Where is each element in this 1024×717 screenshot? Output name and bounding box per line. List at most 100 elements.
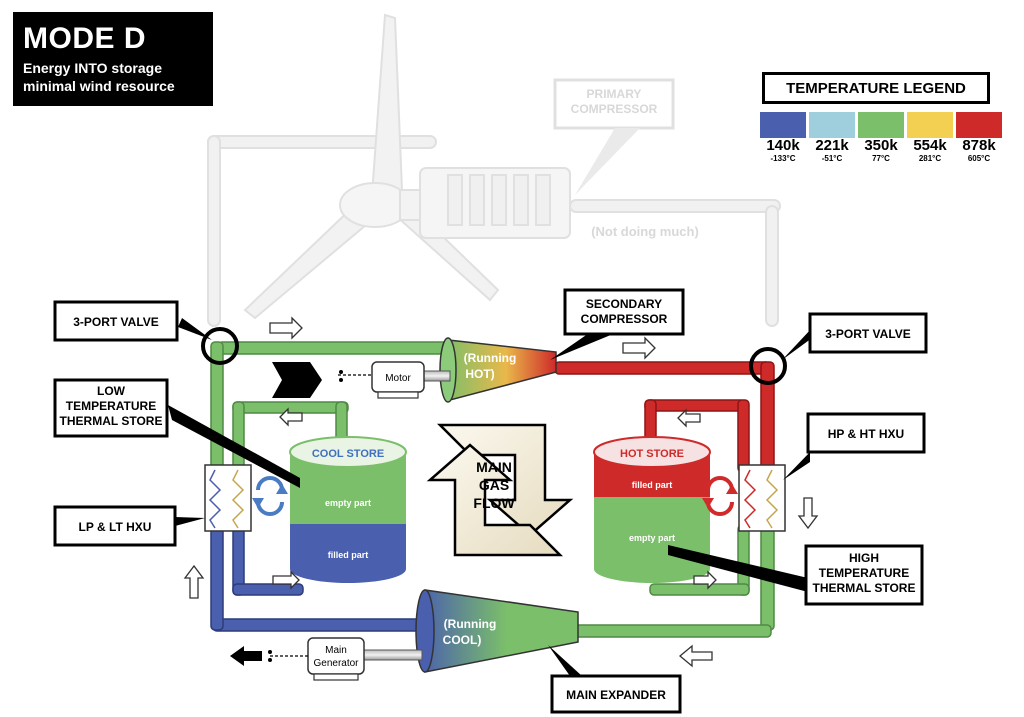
label-main-expander: MAIN EXPANDER: [550, 674, 682, 714]
main-expander: (Running COOL): [415, 589, 579, 673]
legend-kelvin: 350k: [864, 137, 898, 154]
flow-arrow-right: [272, 570, 300, 590]
mode-title-box: MODE D Energy INTO storage minimal wind …: [13, 12, 213, 106]
gas-flow-label: FLOW: [473, 495, 515, 511]
motor-label: Motor: [385, 373, 411, 384]
hp-ht-hxu: [738, 464, 786, 532]
legend-kelvin: 221k: [815, 137, 849, 154]
piston: [447, 174, 463, 226]
cool-store-label: COOL STORE: [312, 448, 384, 460]
callout-pointer: [548, 645, 582, 676]
gas-flow-label: GAS: [479, 477, 509, 493]
flow-arrow-up: [183, 564, 205, 599]
flow-arrow-right: [269, 316, 303, 340]
cool-store-empty-label: empty part: [325, 498, 371, 508]
hts-label: HIGH: [849, 551, 879, 565]
turbine-blade-top: [370, 13, 404, 197]
generator-label: Generator: [313, 658, 359, 669]
legend-kelvin: 878k: [962, 137, 996, 154]
hot-store-top: [593, 436, 711, 468]
cool-loop-top-drop: [335, 401, 348, 443]
legend-item: 221k-51°C: [809, 137, 855, 164]
right-valve-ring: [749, 347, 787, 385]
hot-loop-top-drop: [644, 399, 657, 441]
main-generator: Main Generator: [230, 637, 423, 681]
pipe-expander-to-left: [212, 618, 429, 632]
generator-label: Main: [325, 645, 347, 656]
left-valve-ring: [201, 327, 239, 365]
faded-pipe-top-left: [207, 135, 437, 149]
label-low-temp-store: LOW TEMPERATURE THERMAL STORE: [53, 378, 169, 438]
label-secondary-compressor: SECONDARY COMPRESSOR: [563, 288, 685, 336]
callout-pointer: [168, 405, 300, 488]
generator-shaft: [359, 649, 423, 661]
legend-celsius: 281°C: [918, 154, 942, 163]
gas-flow-label: MAIN: [476, 459, 512, 475]
pipe-left-vertical-lower: [210, 524, 224, 631]
pipe-right-to-expander: [574, 624, 772, 638]
hot-loop-right-upper: [737, 399, 750, 473]
legend-title: TEMPERATURE LEGEND: [762, 72, 990, 104]
hot-loop-bottom: [649, 583, 750, 596]
piston: [513, 174, 529, 226]
label-lp-lt-hxu: LP & LT HXU: [53, 505, 177, 547]
legend-item: 140k-133°C: [760, 137, 806, 164]
piston: [535, 174, 551, 226]
hot-store-empty-label: empty part: [629, 533, 675, 543]
cool-loop-bottom: [232, 583, 304, 596]
flow-arrow-left: [678, 644, 713, 668]
running-cool-label: COOL): [443, 633, 482, 647]
label-hp-ht-hxu: HP & HT HXU: [806, 412, 926, 454]
cool-loop-left-upper: [232, 401, 245, 473]
mode-subtitle-line2: minimal wind resource: [23, 78, 175, 94]
main-gas-flow-icon: MAIN GAS FLOW: [426, 423, 574, 557]
callout-pointer: [668, 545, 808, 592]
mode-title: MODE D: [23, 22, 146, 55]
secondary-label: SECONDARY: [586, 297, 662, 311]
primary-compressor-label: PRIMARY: [587, 87, 642, 101]
valve-right-label: 3-PORT VALVE: [825, 327, 911, 341]
legend-kelvin: 140k: [766, 137, 800, 154]
power-out-arrow: [230, 646, 262, 666]
main-expander-label: MAIN EXPANDER: [566, 688, 666, 702]
hot-loop-top: [644, 399, 746, 412]
legend-swatch-140k: [760, 112, 806, 138]
legend-swatch-878k: [956, 112, 1002, 138]
not-doing-much-label: (Not doing much): [591, 224, 699, 239]
hts-label: THERMAL STORE: [813, 581, 916, 595]
lts-label: LOW: [97, 384, 126, 398]
flow-arrow-down: [797, 497, 819, 530]
pipe-secondary-to-right: [554, 361, 771, 375]
primary-compressor-pointer: [575, 128, 640, 195]
running-hot-label: (Running: [464, 351, 517, 365]
primary-compressor-label: COMPRESSOR: [571, 102, 658, 116]
piston: [491, 174, 507, 226]
primary-compressor-label-box: [553, 78, 675, 130]
lts-label: TEMPERATURE: [66, 399, 156, 413]
piston: [469, 174, 485, 226]
cool-loop-top: [232, 401, 349, 414]
callout-pointer: [783, 452, 810, 480]
lp-lt-hxu-label: LP & LT HXU: [79, 520, 152, 534]
running-cool-label: (Running: [444, 617, 497, 631]
pipe-right-vertical-upper: [760, 361, 775, 473]
legend-celsius: 77°C: [872, 154, 890, 163]
callout-pointer: [178, 318, 212, 340]
legend-celsius: 605°C: [967, 154, 991, 163]
mode-subtitle-line1: Energy INTO storage: [23, 60, 163, 76]
legend-swatch-554k: [907, 112, 953, 138]
legend-swatches: [760, 112, 1002, 138]
label-valve-left: 3-PORT VALVE: [53, 300, 179, 342]
faded-pipe-left: [207, 135, 221, 327]
faded-pipe-top-right: [569, 199, 781, 213]
cool-store-filled-label: filled part: [328, 550, 369, 560]
flow-arrow-left: [279, 407, 303, 427]
cool-store-top: [289, 436, 407, 468]
hot-circulation-icon: [702, 476, 738, 516]
hot-store-label: HOT STORE: [620, 448, 684, 460]
